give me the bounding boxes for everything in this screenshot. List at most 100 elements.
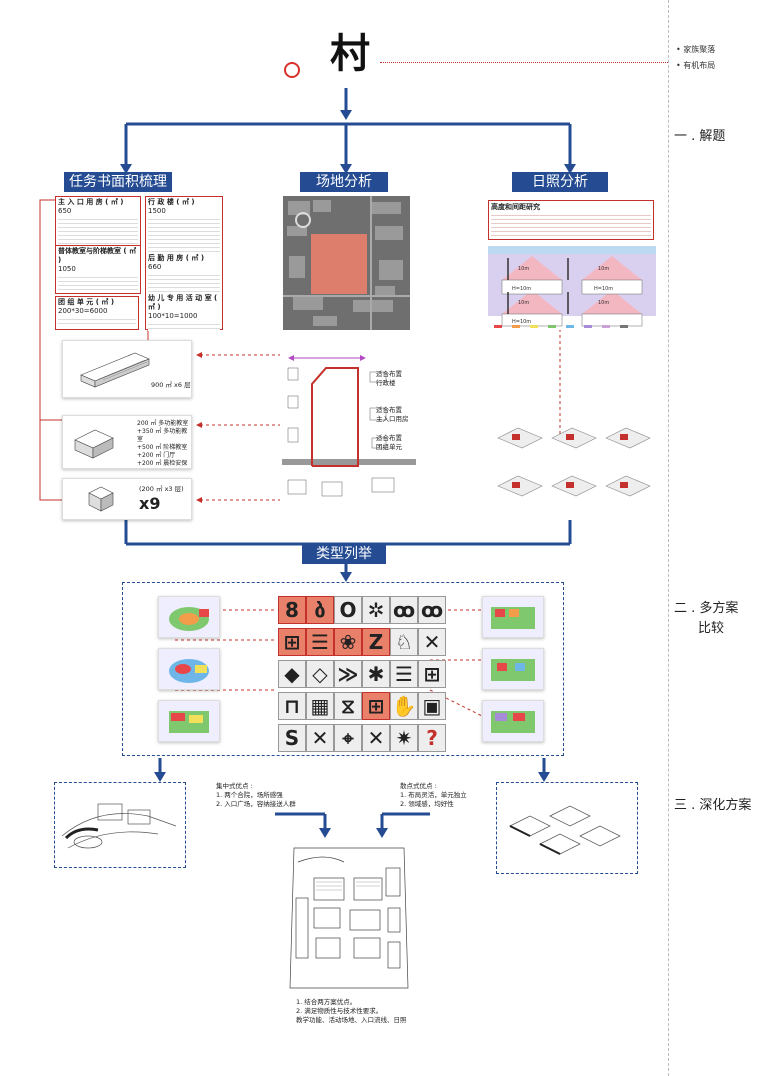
site-note: 适合布置团组单元 xyxy=(376,434,402,451)
teaching-head: 普体教室与阶梯教室 ( ㎡ ) xyxy=(58,247,137,264)
admin-value: 1500 xyxy=(148,207,166,215)
title-connector xyxy=(380,62,668,63)
child-details xyxy=(148,321,220,331)
sun-study-head: 高度和间距研究 xyxy=(491,203,540,211)
main-entry-details xyxy=(58,216,138,244)
site-note: 适合布置行政楼 xyxy=(376,370,402,387)
pattern-tile: ☰ xyxy=(306,628,334,656)
sun-label: H=10m xyxy=(512,286,531,292)
pattern-tile: ⊞ xyxy=(362,692,390,720)
pros-item: 1. 两个合院，场所感强 xyxy=(216,791,283,799)
centralized-scheme-frame xyxy=(54,782,186,868)
main-entry-block: 主 入 口 用 房 ( ㎡ ) 650 xyxy=(56,197,140,246)
pattern-tile: ბ xyxy=(306,596,334,624)
main-entry-head: 主 入 口 用 房 ( ㎡ ) xyxy=(58,198,124,206)
task-box-right: 行 政 楼 ( ㎡ ) 1500 后 勤 用 房 ( ㎡ ) 660 幼 儿 专… xyxy=(145,196,223,331)
pattern-tile: Z xyxy=(362,628,390,656)
pros-head: 散点式优点 : xyxy=(400,782,437,790)
sun-label: 10m xyxy=(518,266,529,272)
main-entry-value: 650 xyxy=(58,207,72,215)
teaching-value: 1050 xyxy=(58,265,76,273)
card-multiplier: x9 xyxy=(139,494,161,513)
unit-details xyxy=(58,316,136,326)
bullet-item: • 家族聚落 xyxy=(676,45,716,54)
pattern-tile: ◆ xyxy=(278,660,306,688)
pattern-tile: ♘ xyxy=(390,628,418,656)
task-box-left: 主 入 口 用 房 ( ㎡ ) 650 普体教室与阶梯教室 ( ㎡ ) 1050 xyxy=(55,196,141,294)
final-note: 1. 结合两方案优点。 xyxy=(296,998,357,1006)
dispersed-scheme-sketch xyxy=(500,786,632,868)
admin-head: 行 政 楼 ( ㎡ ) xyxy=(148,198,195,206)
card-line: 200 ㎡ 多功能教室 xyxy=(137,420,189,427)
model-card-right-2 xyxy=(482,648,544,690)
pros-head: 集中式优点 : xyxy=(216,782,253,790)
sun-label: 10m xyxy=(598,266,609,272)
building-model xyxy=(74,429,114,459)
building-card-admin: 900 ㎡ x6 层 xyxy=(62,340,192,398)
final-note: 教学功能、活动场地、入口流线、日照 xyxy=(296,1016,407,1024)
final-notes: 1. 结合两方案优点。 2. 满足物质性与技术性要求。 教学功能、活动场地、入口… xyxy=(296,998,407,1025)
pattern-tile: ✋ xyxy=(390,692,418,720)
model-card-left-1 xyxy=(158,596,220,638)
dispersed-scheme-frame xyxy=(496,782,638,874)
unit-block: 团 组 单 元 ( ㎡ ) 200*30=6000 xyxy=(55,296,139,330)
sun-study-box: 高度和间距研究 xyxy=(488,200,654,240)
model-card-right-3 xyxy=(482,700,544,742)
pattern-tile: ✕ xyxy=(418,628,446,656)
pattern-tile: ▣ xyxy=(418,692,446,720)
pattern-tile: O xyxy=(334,596,362,624)
admin-details xyxy=(148,216,220,254)
sun-analysis-panel: 高度和间距研究 10m 10m 10m 10m H=10m H=10m H=10… xyxy=(488,200,658,330)
page-title: 村 xyxy=(330,30,370,77)
site-aerial-image xyxy=(283,196,410,330)
pros-item: 2. 入口广场，容纳接送人群 xyxy=(216,800,296,808)
bullet-item: • 有机布局 xyxy=(676,61,716,70)
sun-label: 10m xyxy=(598,300,609,306)
card-text: 200 ㎡ 多功能教室 +350 ㎡ 多功能教室 +500 ㎡ 阶梯教室 +20… xyxy=(137,420,191,468)
model-card-left-3 xyxy=(158,700,220,742)
card-line: +200 ㎡ 晨检安保 xyxy=(137,460,188,467)
sun-label: H=10m xyxy=(594,286,613,292)
child-value: 100*10=1000 xyxy=(148,312,198,320)
building-card-unit: (200 ㎡ x3 层) x9 xyxy=(62,478,192,520)
header-site: 场地分析 xyxy=(300,172,388,192)
pattern-tile: ◇ xyxy=(306,660,334,688)
pros-item: 1. 布局灵活，单元独立 xyxy=(400,791,467,799)
unit-head: 团 组 单 元 ( ㎡ ) xyxy=(58,298,115,306)
header-types: 类型列举 xyxy=(302,544,386,564)
pros-dispersed: 散点式优点 : 1. 布局灵活，单元独立 2. 领域感，均好性 xyxy=(400,782,467,809)
circle-icon xyxy=(284,62,300,78)
pattern-tile: ☰ xyxy=(390,660,418,688)
pattern-tile: ≫ xyxy=(334,660,362,688)
section-label-1: 一 . 解题 xyxy=(674,129,726,144)
model-card-left-2 xyxy=(158,648,220,690)
site-note: 适合布置主入口用房 xyxy=(376,406,409,423)
sun-label: H=10m xyxy=(512,319,531,325)
logistics-head: 后 勤 用 房 ( ㎡ ) xyxy=(148,254,205,262)
pattern-tile: 8 xyxy=(278,596,306,624)
header-task: 任务书面积梳理 xyxy=(64,172,172,192)
section-label-2b: 比较 xyxy=(698,621,725,636)
building-card-teaching: 200 ㎡ 多功能教室 +350 ㎡ 多功能教室 +500 ㎡ 阶梯教室 +20… xyxy=(62,415,192,469)
building-model xyxy=(88,486,114,512)
pattern-tile: ⌖ xyxy=(334,724,362,752)
pattern-tile: ✱ xyxy=(362,660,390,688)
card-line: +200 ㎡ 门厅 xyxy=(137,452,176,459)
card-line: +350 ㎡ 多功能教室 xyxy=(137,428,188,443)
site-plan: 适合布置行政楼 适合布置主入口用房 适合布置团组单元 xyxy=(282,348,416,518)
pattern-tile: ✲ xyxy=(362,596,390,624)
final-note: 2. 满足物质性与技术性要求。 xyxy=(296,1007,383,1015)
pattern-tile: S xyxy=(278,724,306,752)
building-model xyxy=(80,352,150,388)
pattern-tile: ꝏ xyxy=(418,596,446,624)
sun-diagram: 10m 10m 10m 10m H=10m H=10m H=10m xyxy=(488,246,656,328)
pattern-tile: ⊞ xyxy=(418,660,446,688)
pattern-tile: ✷ xyxy=(390,724,418,752)
pros-centralized: 集中式优点 : 1. 两个合院，场所感强 2. 入口广场，容纳接送人群 xyxy=(216,782,296,809)
pattern-tile: ▦ xyxy=(306,692,334,720)
sidebar-divider xyxy=(668,0,669,1076)
model-card-right-1 xyxy=(482,596,544,638)
pattern-tile: ꝏ xyxy=(390,596,418,624)
centralized-scheme-sketch xyxy=(58,786,180,862)
